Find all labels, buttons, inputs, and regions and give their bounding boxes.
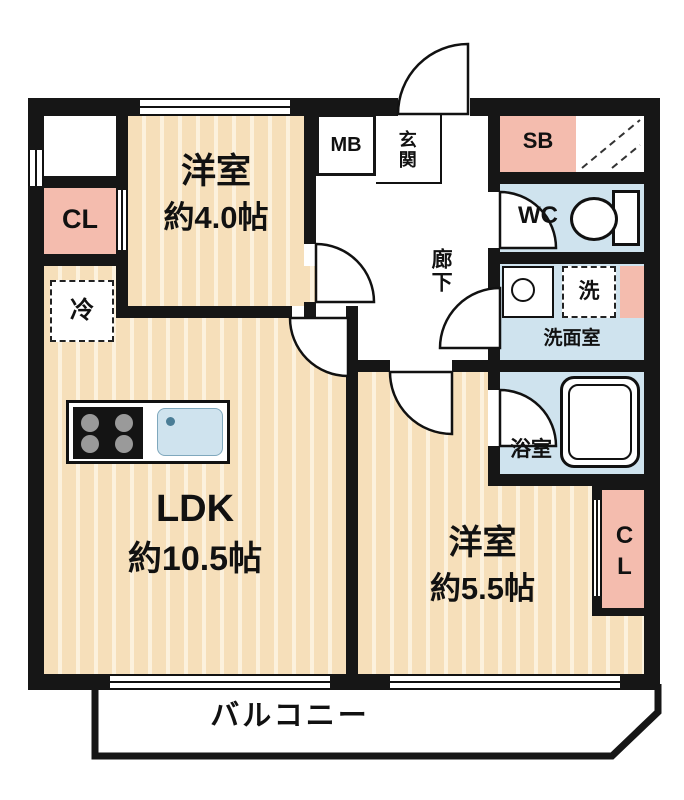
burner-icon xyxy=(115,414,133,432)
washbasin-bowl-icon xyxy=(511,278,535,302)
wall-closet-right-top xyxy=(602,482,644,490)
kitchen-counter xyxy=(66,400,230,464)
pipe-space xyxy=(620,266,644,318)
bedroom2-size: 約5.5帖 xyxy=(429,571,536,607)
bedroom1-name: 洋室 xyxy=(180,152,251,191)
wall-closet-right-bottom xyxy=(602,608,644,616)
burner-icon xyxy=(115,435,133,453)
ldk-size: 約10.5帖 xyxy=(127,539,263,578)
burner-icon xyxy=(81,435,99,453)
washer-label: 洗 xyxy=(578,279,600,303)
wall-washroom-bath xyxy=(500,360,660,372)
bedroom1-size: 約4.0帖 xyxy=(163,200,269,236)
wall-corridor-right-b xyxy=(488,248,500,288)
window-ldk-balcony xyxy=(110,674,330,690)
wall-bottom-c xyxy=(620,674,660,690)
hallway-label: 廊下 xyxy=(429,248,453,294)
toilet-bowl-icon xyxy=(570,197,618,241)
meter-box: MB xyxy=(316,114,376,176)
entrance-label: 玄関 xyxy=(396,130,417,170)
ldk-name: LDK xyxy=(155,488,235,530)
washer-space: 洗 xyxy=(562,266,616,318)
window-bedroom1-top xyxy=(140,98,290,116)
wall-bedroom1-right-upper xyxy=(304,114,316,244)
ldk-label: LDK 約10.5帖 xyxy=(44,488,346,579)
wall-bedroom1-bottom xyxy=(116,306,292,318)
bedroom2-label: 洋室 約5.5帖 xyxy=(360,524,605,607)
ldk-door-threshold xyxy=(292,306,348,318)
wall-sb-bottom xyxy=(488,172,660,184)
faucet-icon xyxy=(166,417,175,426)
stove-icon xyxy=(73,407,143,459)
wall-right xyxy=(644,98,660,690)
balcony-label: バルコニー xyxy=(210,700,370,732)
closet-right-label: CL xyxy=(611,522,638,584)
closet-left-label: CL xyxy=(62,204,98,234)
closet-left-door xyxy=(116,190,128,250)
wall-top-mid xyxy=(290,98,398,116)
wall-wc-washroom xyxy=(500,252,660,264)
wall-bottom-a xyxy=(28,674,110,690)
wall-ldk-bedroom2 xyxy=(346,306,358,674)
closet-right-area xyxy=(602,490,644,608)
bedroom2-name: 洋室 xyxy=(448,524,517,562)
closet-left-area xyxy=(44,188,116,254)
bedroom1-label: 洋室 約4.0帖 xyxy=(128,152,304,236)
washbasin-icon xyxy=(502,266,554,318)
bathtub-icon xyxy=(560,376,640,468)
wall-bedroom1-right-lower xyxy=(304,302,316,318)
bathroom-label: 浴室 xyxy=(510,438,552,461)
refrigerator-space: 冷 xyxy=(50,280,114,342)
bath-door-threshold xyxy=(488,390,500,446)
refrigerator-label: 冷 xyxy=(70,297,94,325)
closet-right-door xyxy=(592,500,602,596)
toilet-label: WC xyxy=(518,202,558,229)
wall-corridor-right-c xyxy=(488,348,500,390)
window-bedroom2-balcony xyxy=(390,674,620,690)
wall-bottom-b xyxy=(330,674,390,690)
wall-hall-bedroom2-a xyxy=(358,360,390,372)
wall-hall-bedroom2-b xyxy=(452,360,488,372)
entrance-step-line xyxy=(376,114,442,184)
void-hatch-line xyxy=(581,119,641,169)
window-left-wall xyxy=(28,150,44,186)
wall-closet-left-bottom xyxy=(44,254,128,266)
kitchen-sink-icon xyxy=(157,408,223,456)
wall-left-main xyxy=(28,186,44,690)
void-hatch-line xyxy=(611,144,641,169)
wall-left-upper xyxy=(28,98,44,150)
wall-top-right xyxy=(470,98,660,116)
burner-icon xyxy=(81,414,99,432)
washroom-label: 洗面室 xyxy=(543,328,601,349)
shoe-box-label: SB xyxy=(522,128,554,153)
bathtub-inner xyxy=(568,384,632,460)
meter-box-label: MB xyxy=(330,133,362,156)
wall-closet-left-top xyxy=(44,176,128,188)
shoe-box-area xyxy=(500,114,576,172)
wall-top-left xyxy=(28,98,140,116)
bedroom1-floor xyxy=(128,114,304,306)
